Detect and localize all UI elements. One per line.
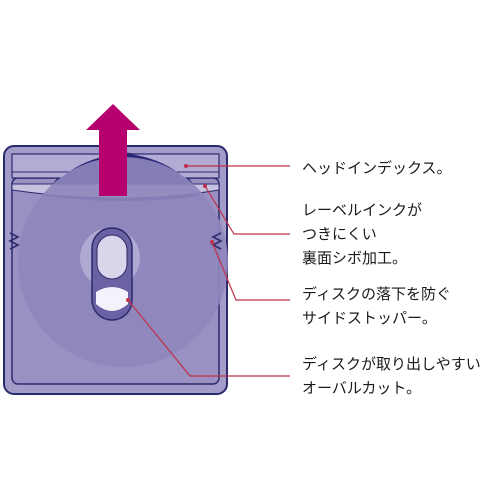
callout-text: サイドストッパー。 [302, 309, 437, 327]
callout-side-stopper: ディスクの落下を防ぐ サイドストッパー。 [302, 282, 451, 330]
callout-label-texture: レーベルインクが つきにくい 裏面シボ加工。 [302, 198, 422, 270]
callout-text: ディスクが取り出しやすい [302, 355, 481, 373]
leader-lines [127, 165, 290, 377]
side-stopper-left [8, 232, 20, 250]
leader-oval-cut [127, 299, 290, 377]
pull-out-arrow [86, 104, 140, 196]
side-stopper-right [211, 232, 223, 250]
leader-label-texture [204, 185, 290, 235]
callout-text: ヘッドインデックス。 [302, 159, 452, 177]
callout-text: ディスクの落下を防ぐ [302, 285, 451, 303]
callout-text: つきにくい [302, 225, 377, 243]
callout-text: 裏面シボ加工。 [302, 249, 408, 267]
leader-side-stopper [211, 241, 290, 301]
callout-text: オーバルカット。 [302, 379, 422, 397]
callout-head-index: ヘッドインデックス。 [302, 156, 452, 180]
callout-text: レーベルインクが [302, 201, 423, 219]
callout-oval-cut: ディスクが取り出しやすい オーバルカット。 [302, 352, 481, 400]
